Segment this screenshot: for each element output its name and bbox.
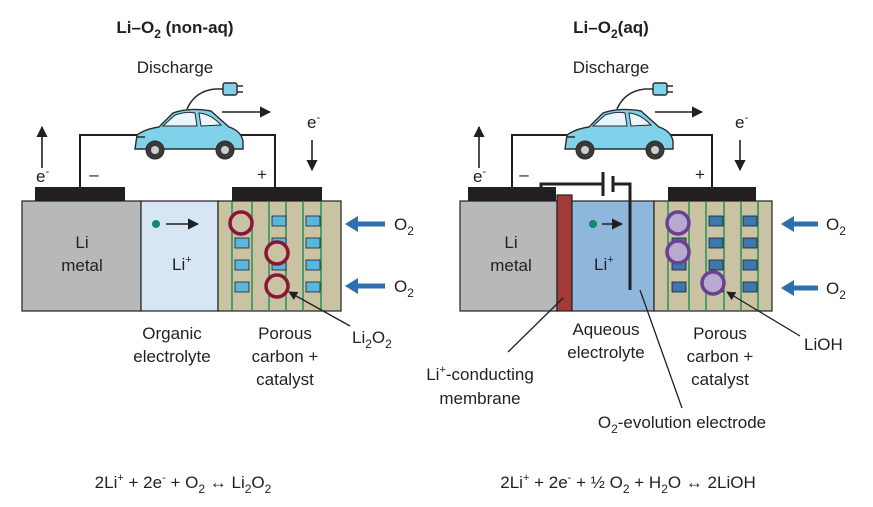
left-plus-sign: + [257, 165, 267, 184]
left-li2o2-particle [264, 240, 290, 266]
right-lithium-ion-dot [589, 220, 597, 228]
left-minus-sign: – [89, 165, 99, 184]
right-cathode-label-line1: Porous [693, 324, 747, 343]
right-electrolyte-label-line2: electrolyte [567, 343, 644, 362]
left-o2-arrowhead-icon [345, 216, 358, 232]
left-organic-electrolyte-region [140, 200, 219, 312]
right-cathode-label-line2: carbon + [687, 347, 754, 366]
right-electric-car-icon [564, 82, 674, 160]
right-membrane-label-line2: membrane [439, 389, 520, 408]
right-anode-label-line1: Li [504, 233, 517, 252]
left-product-label: Li2O2 [352, 328, 392, 351]
right-cathode-label-line3: catalyst [691, 370, 749, 389]
right-product-pointer-icon [726, 291, 801, 337]
left-panel: Li–O2 (non-aq) Discharge e- e- – + Li me… [21, 18, 414, 496]
right-anode-terminal [468, 187, 556, 201]
right-o2-arrowhead-icon [781, 280, 794, 296]
left-li2o2-particle [228, 210, 254, 236]
left-anode-label-line2: metal [61, 256, 103, 275]
left-cathode-terminal [232, 187, 322, 201]
left-electron-left-label: e- [36, 166, 49, 186]
right-ion-label: Li+ [594, 254, 614, 274]
right-minus-sign: – [519, 165, 529, 184]
right-li-conducting-membrane [556, 194, 573, 312]
left-o2-label: O2 [394, 215, 414, 238]
left-lithium-metal-anode [21, 200, 142, 312]
left-cathode-label-line1: Porous [258, 324, 312, 343]
left-cathode-label-line3: catalyst [256, 370, 314, 389]
left-li2o2-particle [264, 273, 290, 299]
right-porous-cathode [653, 200, 773, 312]
left-product-pointer-icon [288, 291, 351, 327]
right-title: Li–O2(aq) [573, 18, 649, 41]
right-oer-label: O2-evolution electrode [598, 413, 766, 436]
left-electrolyte-label-line2: electrolyte [133, 347, 210, 366]
left-o2-label-2: O2 [394, 277, 414, 300]
right-anode-label-line2: metal [490, 256, 532, 275]
right-lithium-metal-anode [459, 200, 558, 312]
right-panel: Li–O2(aq) Discharge e- e- – + Li metal L… [426, 18, 846, 496]
right-oer-wire-left [539, 182, 603, 201]
left-reaction-equation: 2Li+ + 2e- + O2 ↔ Li2O2 [95, 472, 272, 496]
left-o2-arrowhead-icon [345, 278, 358, 294]
right-lioh-particle [700, 270, 726, 296]
right-plus-sign: + [695, 165, 705, 184]
left-anode-terminal [35, 187, 125, 201]
right-membrane-label-line1: Li+-conducting [426, 364, 534, 384]
right-product-label: LiOH [804, 335, 843, 354]
left-title: Li–O2 (non-aq) [116, 18, 233, 41]
left-lithium-ion-dot [152, 220, 160, 228]
right-electron-left-label: e- [473, 166, 486, 186]
right-oer-pointer [639, 289, 683, 409]
right-o2-arrowhead-icon [781, 216, 794, 232]
left-ion-label: Li+ [172, 254, 192, 274]
right-mode-label: Discharge [573, 58, 650, 77]
left-cathode-label-line2: carbon + [252, 347, 319, 366]
left-electric-car-icon [134, 82, 244, 160]
right-membrane-pointer [507, 297, 564, 353]
left-porous-cathode [217, 200, 342, 312]
right-lioh-particle [665, 210, 691, 236]
right-lioh-particle [665, 239, 691, 265]
right-reaction-equation: 2Li+ + 2e- + ½ O2 + H2O ↔ 2LiOH [500, 472, 756, 496]
right-electrolyte-label-line1: Aqueous [572, 320, 639, 339]
right-electron-right-label: e- [735, 112, 748, 132]
left-mode-label: Discharge [137, 58, 214, 77]
left-anode-label-line1: Li [75, 233, 88, 252]
right-o2-label-2: O2 [826, 279, 846, 302]
left-electrolyte-label-line1: Organic [142, 324, 202, 343]
right-o2-label: O2 [826, 215, 846, 238]
left-electron-right-label: e- [307, 112, 320, 132]
right-cathode-terminal [668, 187, 756, 201]
